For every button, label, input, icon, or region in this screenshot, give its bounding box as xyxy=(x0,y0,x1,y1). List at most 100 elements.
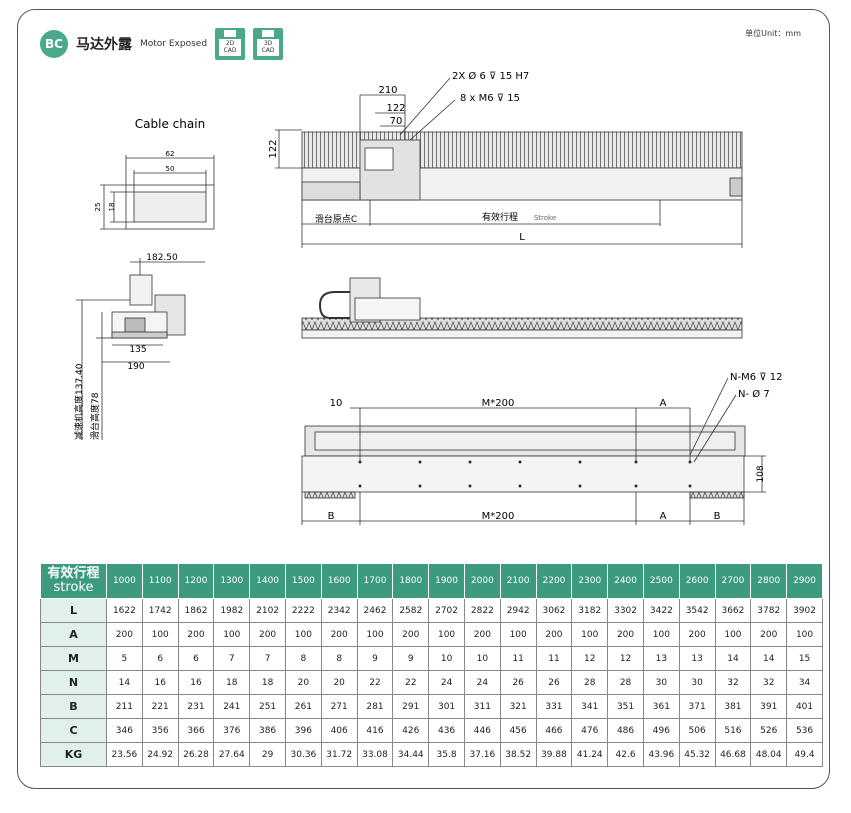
table-cell: 32 xyxy=(714,670,752,695)
table-cell: 351 xyxy=(607,694,644,719)
table-cell: 24.92 xyxy=(141,742,179,767)
dim-L: L xyxy=(519,232,525,243)
table-cell: 396 xyxy=(284,718,322,743)
table-cell: 1862 xyxy=(177,598,215,623)
table-cell: 12 xyxy=(571,646,609,671)
stroke-header-cell: 2700 xyxy=(714,563,752,599)
table-cell: 7 xyxy=(213,646,251,671)
dim-18: 18 xyxy=(108,203,116,212)
table-cell: 381 xyxy=(714,694,752,719)
dim-190: 190 xyxy=(127,362,144,372)
stroke-header-cell: 1300 xyxy=(213,563,251,599)
label-reducer-height: 减速机高度137.40 xyxy=(73,363,85,440)
table-cell: 26 xyxy=(499,670,537,695)
dim-210: 210 xyxy=(378,85,397,96)
table-cell: 516 xyxy=(714,718,752,743)
table-cell: 100 xyxy=(786,622,823,647)
table-cell: 376 xyxy=(213,718,251,743)
label-stroke-en: Stroke xyxy=(534,214,556,222)
note-pin-hole: 2X Ø 6 ⊽ 15 H7 xyxy=(452,70,529,82)
table-cell: 26.28 xyxy=(177,742,215,767)
label-slide-origin: 滑台原点C xyxy=(315,213,357,225)
table-cell: 26 xyxy=(535,670,573,695)
dim-62: 62 xyxy=(166,150,175,158)
table-cell: 200 xyxy=(678,622,716,647)
table-cell: 331 xyxy=(535,694,573,719)
stroke-header-cell: 1700 xyxy=(356,563,394,599)
note-n-m6: N-M6 ⊽ 12 xyxy=(730,372,782,383)
table-cell: 18 xyxy=(249,670,286,695)
stroke-header-cell: 1800 xyxy=(392,563,430,599)
cable-chain-label: Cable chain xyxy=(135,117,205,131)
table-cell: 3662 xyxy=(714,598,752,623)
table-cell: 23.56 xyxy=(106,742,143,767)
unit-label: 单位Unit：mm xyxy=(745,29,801,38)
table-cell: 200 xyxy=(106,622,143,647)
table-cell: 3302 xyxy=(607,598,644,623)
table-cell: 356 xyxy=(141,718,179,743)
table-cell: 446 xyxy=(463,718,501,743)
table-cell: 39.88 xyxy=(535,742,573,767)
table-cell: 1622 xyxy=(106,598,143,623)
table-cell: 321 xyxy=(499,694,537,719)
stroke-header-cell: 2200 xyxy=(535,563,573,599)
stroke-header-cell: 2800 xyxy=(750,563,788,599)
table-cell: 9 xyxy=(356,646,394,671)
top-view xyxy=(301,377,766,525)
table-cell: 100 xyxy=(428,622,465,647)
note-n-phi: N- Ø 7 xyxy=(738,388,770,400)
table-cell: 3422 xyxy=(642,598,680,623)
stroke-header-cell: 2100 xyxy=(499,563,537,599)
dim-122-side: 122 xyxy=(268,139,279,158)
table-cell: 200 xyxy=(392,622,430,647)
series-badge: BC xyxy=(40,30,68,58)
stroke-header-cell: 2400 xyxy=(607,563,644,599)
table-cell: 2342 xyxy=(320,598,358,623)
table-cell: 281 xyxy=(356,694,394,719)
table-cell: 476 xyxy=(571,718,609,743)
table-cell: 31.72 xyxy=(320,742,358,767)
table-cell: 2582 xyxy=(392,598,430,623)
table-cell: 18 xyxy=(213,670,251,695)
dim-10: 10 xyxy=(330,398,343,409)
table-cell: 271 xyxy=(320,694,358,719)
table-cell: 496 xyxy=(642,718,680,743)
row-label: B xyxy=(40,694,107,719)
table-cell: 200 xyxy=(249,622,286,647)
table-cell: 29 xyxy=(249,742,286,767)
dim-135: 135 xyxy=(129,345,146,355)
table-cell: 20 xyxy=(320,670,358,695)
table-cell: 22 xyxy=(356,670,394,695)
dim-25: 25 xyxy=(94,203,102,212)
row-label: C xyxy=(40,718,107,743)
table-cell: 6 xyxy=(177,646,215,671)
table-cell: 391 xyxy=(750,694,788,719)
table-cell: 22 xyxy=(392,670,430,695)
table-cell: 200 xyxy=(535,622,573,647)
table-cell: 100 xyxy=(714,622,752,647)
table-cell: 45.32 xyxy=(678,742,716,767)
table-cell: 30.36 xyxy=(284,742,322,767)
table-cell: 7 xyxy=(249,646,286,671)
table-cell: 231 xyxy=(177,694,215,719)
technical-drawing: Cable chain 62 50 25 18 182.50 135 xyxy=(73,70,782,525)
table-cell: 8 xyxy=(284,646,322,671)
page-frame xyxy=(17,9,830,789)
table-cell: 13 xyxy=(642,646,680,671)
table-cell: 416 xyxy=(356,718,394,743)
table-cell: 41.24 xyxy=(571,742,609,767)
cable-chain-section xyxy=(100,155,215,230)
table-cell: 8 xyxy=(320,646,358,671)
dim-b-right: B xyxy=(714,511,721,522)
table-cell: 27.64 xyxy=(213,742,251,767)
table-cell: 30 xyxy=(678,670,716,695)
